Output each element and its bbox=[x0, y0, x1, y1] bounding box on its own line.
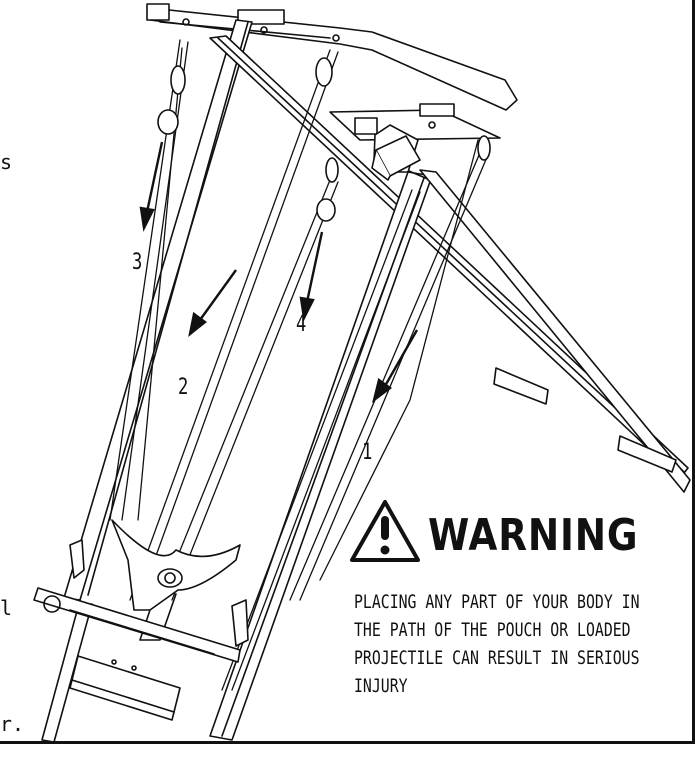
step-label-3: 3 bbox=[132, 250, 143, 275]
arrow-2 bbox=[188, 269, 237, 337]
bottom-border bbox=[0, 741, 695, 744]
warning-line: INJURY bbox=[354, 675, 408, 697]
diagonal-brace bbox=[209, 35, 689, 479]
warning-line: PLACING ANY PART OF YOUR BODY IN bbox=[354, 591, 640, 613]
step-label-4: 4 bbox=[296, 312, 307, 337]
base-frame bbox=[33, 587, 241, 721]
step-label-1: 1 bbox=[362, 440, 373, 465]
edge-glyph-bottom: r. bbox=[0, 712, 25, 736]
side-hooks bbox=[69, 539, 249, 647]
right-arm bbox=[419, 169, 691, 493]
warning-line: PROJECTILE CAN RESULT IN SERIOUS bbox=[354, 647, 640, 669]
arrow-4 bbox=[299, 231, 324, 322]
elastic-bands bbox=[109, 39, 491, 691]
warning-triangle-icon bbox=[350, 500, 420, 562]
warning-text: PLACING ANY PART OF YOUR BODY IN THE PAT… bbox=[354, 588, 682, 700]
edge-glyph-middle: l bbox=[0, 596, 13, 620]
arrow-3 bbox=[139, 141, 164, 232]
trigger-box bbox=[371, 135, 421, 181]
warning-heading: WARNING bbox=[428, 510, 639, 561]
top-crossbar bbox=[146, 3, 518, 111]
direction-arrows bbox=[139, 141, 419, 403]
edge-glyph-top: s bbox=[0, 150, 13, 174]
arrow-1 bbox=[372, 329, 419, 403]
step-label-2: 2 bbox=[178, 375, 189, 400]
pulleys bbox=[157, 57, 491, 222]
right-border bbox=[692, 0, 695, 743]
warning-line: THE PATH OF THE POUCH OR LOADED bbox=[354, 619, 631, 641]
